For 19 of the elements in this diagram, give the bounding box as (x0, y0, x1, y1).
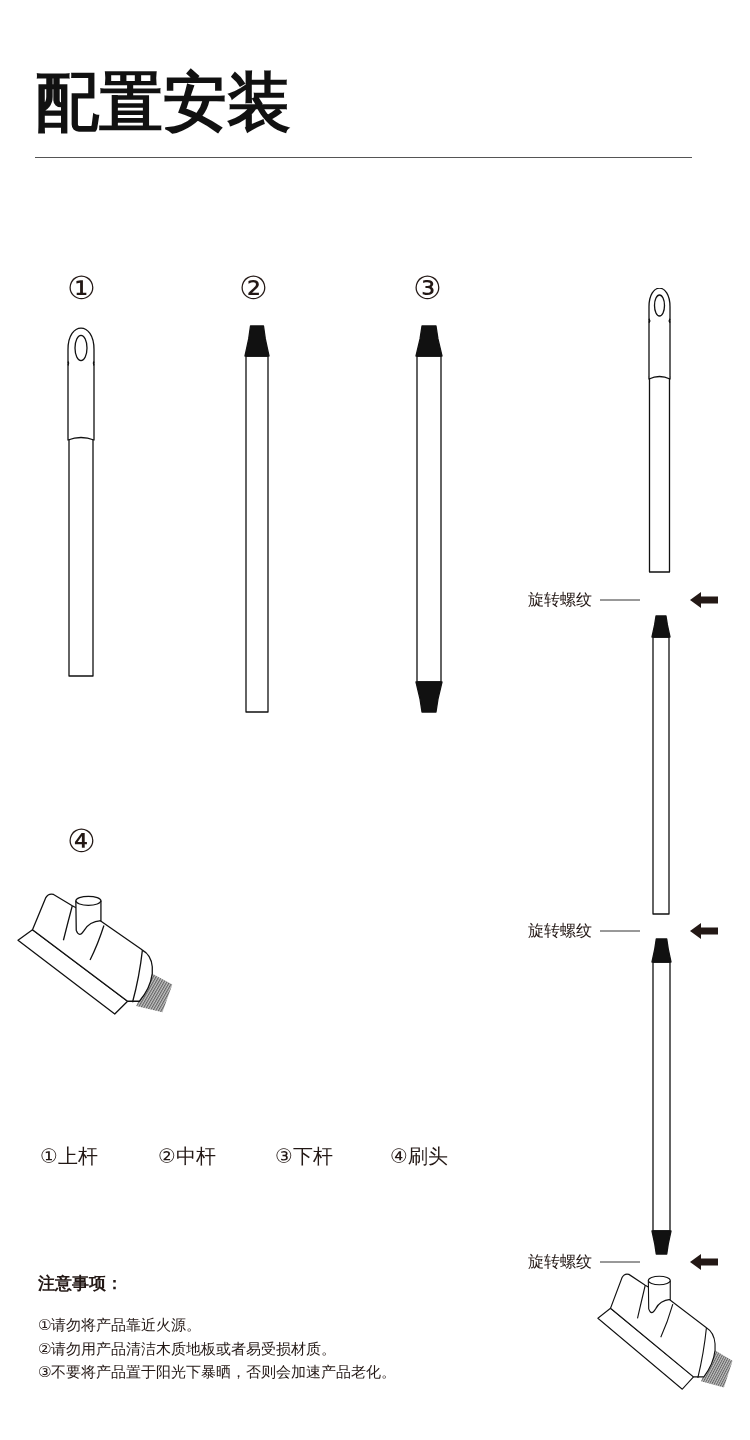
callout-number: ③ (413, 272, 442, 304)
callout-number: ② (239, 272, 268, 304)
part-label: ④刷头 (390, 1144, 448, 1168)
part-label: ③下杆 (275, 1144, 333, 1168)
note-text: ③不要将产品置于阳光下暴晒，否则会加速产品老化。 (38, 1362, 397, 1383)
note-text: ②请勿用产品清洁木质地板或者易受损材质。 (38, 1339, 337, 1360)
callout-text: 旋转螺纹 (528, 1251, 600, 1273)
leader-line (599, 599, 641, 601)
callout-text: 旋转螺纹 (528, 920, 600, 942)
callout-number: ① (67, 272, 96, 304)
part-label: ①上杆 (40, 1144, 98, 1168)
note-text: ①请勿将产品靠近火源。 (38, 1315, 202, 1336)
callout-number: ④ (67, 825, 96, 857)
part-label: ②中杆 (158, 1144, 216, 1168)
notes-heading: 注意事项： (38, 1272, 123, 1295)
page-title: 配置安装 (35, 66, 291, 138)
callout-text: 旋转螺纹 (528, 589, 600, 611)
leader-line (599, 1261, 641, 1263)
leader-line (599, 930, 641, 932)
